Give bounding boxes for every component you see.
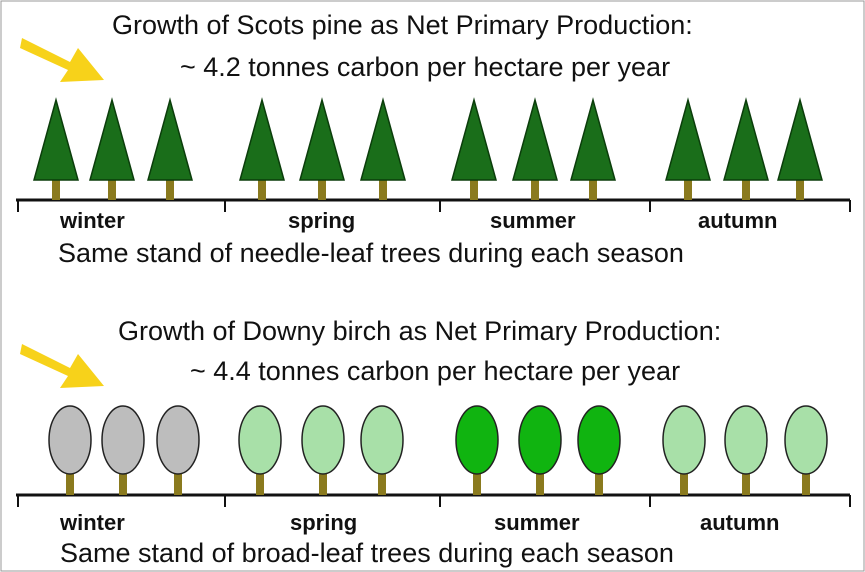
- tree-trunk: [742, 470, 750, 495]
- tree-trunk: [319, 470, 327, 495]
- conifer-tree-icon: [299, 97, 345, 181]
- tree-trunk: [66, 470, 74, 495]
- tree-trunk: [680, 470, 688, 495]
- pine-npp-value: ~ 4.2 tonnes carbon per hectare per year: [180, 52, 671, 82]
- conifer-tree-icon: [360, 97, 406, 181]
- pine-season-winter: winter: [60, 208, 125, 233]
- tree-trunk: [378, 470, 386, 495]
- pine-season-spring: spring: [288, 208, 356, 233]
- conifer-tree-icon: [89, 97, 135, 181]
- pine-season-autumn: autumn: [698, 208, 778, 233]
- tree-trunk: [258, 178, 266, 200]
- conifer-tree-icon: [665, 97, 711, 181]
- broadleaf-tree-icon: [518, 405, 562, 475]
- broadleaf-tree-icon: [238, 405, 282, 475]
- broadleaf-tree-icon: [48, 405, 92, 475]
- broadleaf-tree-icon: [455, 405, 499, 475]
- conifer-tree-icon: [570, 97, 616, 181]
- sunlight-arrow-icon: [20, 38, 104, 82]
- birch-season-winter: winter: [60, 510, 125, 535]
- tree-trunk: [470, 178, 478, 200]
- sunlight-arrow-icon: [20, 344, 104, 388]
- pine-season-summer: summer: [490, 208, 576, 233]
- tree-trunk: [536, 470, 544, 495]
- tree-trunk: [256, 470, 264, 495]
- tree-trunk: [589, 178, 597, 200]
- tree-trunk: [52, 178, 60, 200]
- tree-trunk: [318, 178, 326, 200]
- broadleaf-tree-icon: [301, 405, 345, 475]
- conifer-tree-icon: [239, 97, 285, 181]
- birch-season-summer: summer: [494, 510, 580, 535]
- tree-trunk: [473, 470, 481, 495]
- tree-trunk: [531, 178, 539, 200]
- broadleaf-tree-icon: [360, 405, 404, 475]
- tree-trunk: [108, 178, 116, 200]
- birch-npp-value: ~ 4.4 tonnes carbon per hectare per year: [190, 356, 681, 386]
- broadleaf-tree-icon: [662, 405, 706, 475]
- tree-trunk: [166, 178, 174, 200]
- tree-trunk: [796, 178, 804, 200]
- pine-title: Growth of Scots pine as Net Primary Prod…: [112, 10, 693, 40]
- birch-season-autumn: autumn: [700, 510, 780, 535]
- conifer-tree-icon: [451, 97, 497, 181]
- conifer-tree-icon: [512, 97, 558, 181]
- broadleaf-tree-icon: [577, 405, 621, 475]
- broadleaf-tree-icon: [784, 405, 828, 475]
- downy-birch-art: [16, 344, 851, 507]
- tree-trunk: [742, 178, 750, 200]
- conifer-tree-icon: [147, 97, 193, 181]
- birch-caption: Same stand of broad-leaf trees during ea…: [60, 538, 674, 568]
- tree-trunk: [684, 178, 692, 200]
- conifer-tree-icon: [33, 97, 79, 181]
- conifer-tree-icon: [777, 97, 823, 181]
- birch-title: Growth of Downy birch as Net Primary Pro…: [118, 316, 722, 346]
- tree-trunk: [595, 470, 603, 495]
- tree-trunk: [379, 178, 387, 200]
- conifer-tree-icon: [723, 97, 769, 181]
- birch-season-spring: spring: [290, 510, 358, 535]
- tree-trunk: [119, 470, 127, 495]
- broadleaf-tree-icon: [101, 405, 145, 475]
- tree-trunk: [174, 470, 182, 495]
- scots-pine-art: [16, 38, 851, 212]
- pine-caption: Same stand of needle-leaf trees during e…: [58, 238, 684, 268]
- broadleaf-tree-icon: [724, 405, 768, 475]
- broadleaf-tree-icon: [156, 405, 200, 475]
- tree-trunk: [802, 470, 810, 495]
